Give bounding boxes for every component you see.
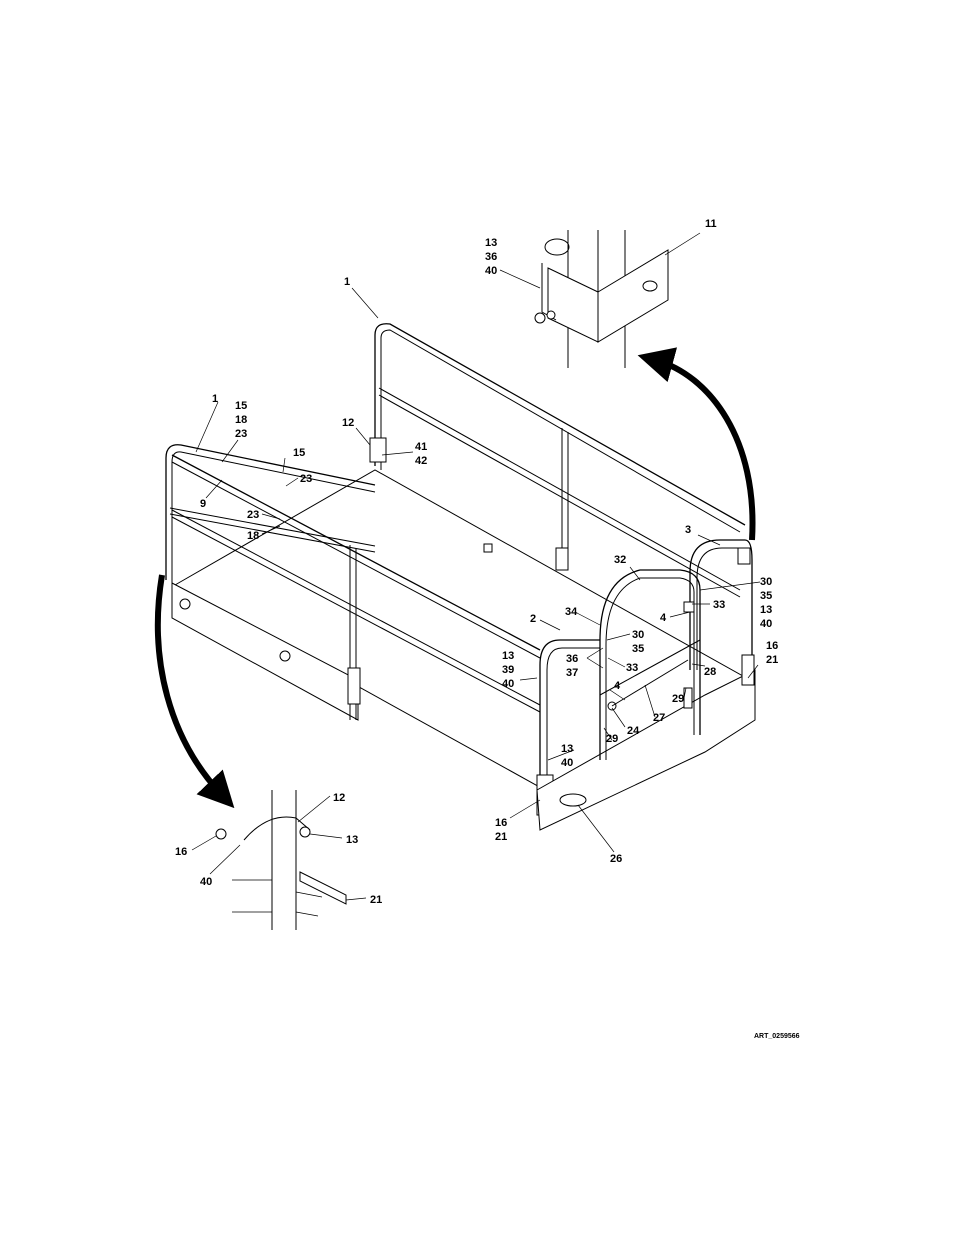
callout-26: 26 (610, 853, 622, 865)
pin-detail (215, 790, 347, 930)
callout-28: 28 (704, 666, 716, 678)
callout-12: 12 (333, 792, 345, 804)
leader-lines (191, 232, 761, 901)
callout-30: 30 (760, 576, 772, 588)
callout-39: 39 (502, 664, 514, 676)
callout-11: 11 (705, 218, 717, 230)
callout-15: 15 (293, 447, 305, 459)
callout-23: 23 (300, 473, 312, 485)
callout-36: 36 (485, 251, 497, 263)
callout-1: 1 (212, 393, 218, 405)
callout-21: 21 (370, 894, 382, 906)
callout-32: 32 (614, 554, 626, 566)
callout-1: 1 (344, 276, 350, 288)
callout-37: 37 (566, 667, 578, 679)
callout-16: 16 (766, 640, 778, 652)
callout-33: 33 (626, 662, 638, 674)
callout-2: 2 (530, 613, 536, 625)
callout-13: 13 (485, 237, 497, 249)
callout-13: 13 (760, 604, 772, 616)
callout-3: 3 (685, 524, 691, 536)
callout-42: 42 (415, 455, 427, 467)
callout-18: 18 (247, 530, 259, 542)
callout-30: 30 (632, 629, 644, 641)
callout-13: 13 (346, 834, 358, 846)
callout-41: 41 (415, 441, 427, 453)
callout-4: 4 (660, 612, 667, 624)
callout-23: 23 (235, 428, 247, 440)
callout-13: 13 (561, 743, 573, 755)
callout-13: 13 (502, 650, 514, 662)
callout-36: 36 (566, 653, 578, 665)
callout-40: 40 (561, 757, 573, 769)
callout-21: 21 (766, 654, 778, 666)
callout-29: 29 (606, 733, 618, 745)
art-id-label: ART_0259566 (754, 1033, 800, 1040)
callout-40: 40 (200, 876, 212, 888)
callout-29: 29 (672, 693, 684, 705)
mast-bracket-detail (534, 230, 669, 368)
callout-35: 35 (760, 590, 772, 602)
lower-arrow (154, 574, 235, 809)
callout-27: 27 (653, 712, 665, 724)
callout-18: 18 (235, 414, 247, 426)
callout-labels: 13 36 40 11 1 1 15 18 23 15 23 9 23 18 1… (175, 218, 800, 1040)
callout-40: 40 (760, 618, 772, 630)
upper-arrow (637, 347, 756, 541)
callout-40: 40 (485, 265, 497, 277)
callout-23: 23 (247, 509, 259, 521)
callout-40: 40 (502, 678, 514, 690)
callout-21: 21 (495, 831, 507, 843)
callout-12: 12 (342, 417, 354, 429)
callout-34: 34 (565, 606, 578, 618)
callout-4: 4 (614, 680, 621, 692)
platform-assembly (165, 323, 756, 831)
callout-16: 16 (175, 846, 187, 858)
callout-16: 16 (495, 817, 507, 829)
callout-35: 35 (632, 643, 644, 655)
callout-9: 9 (200, 498, 206, 510)
callout-33: 33 (713, 599, 725, 611)
callout-24: 24 (627, 725, 640, 737)
callout-15: 15 (235, 400, 247, 412)
